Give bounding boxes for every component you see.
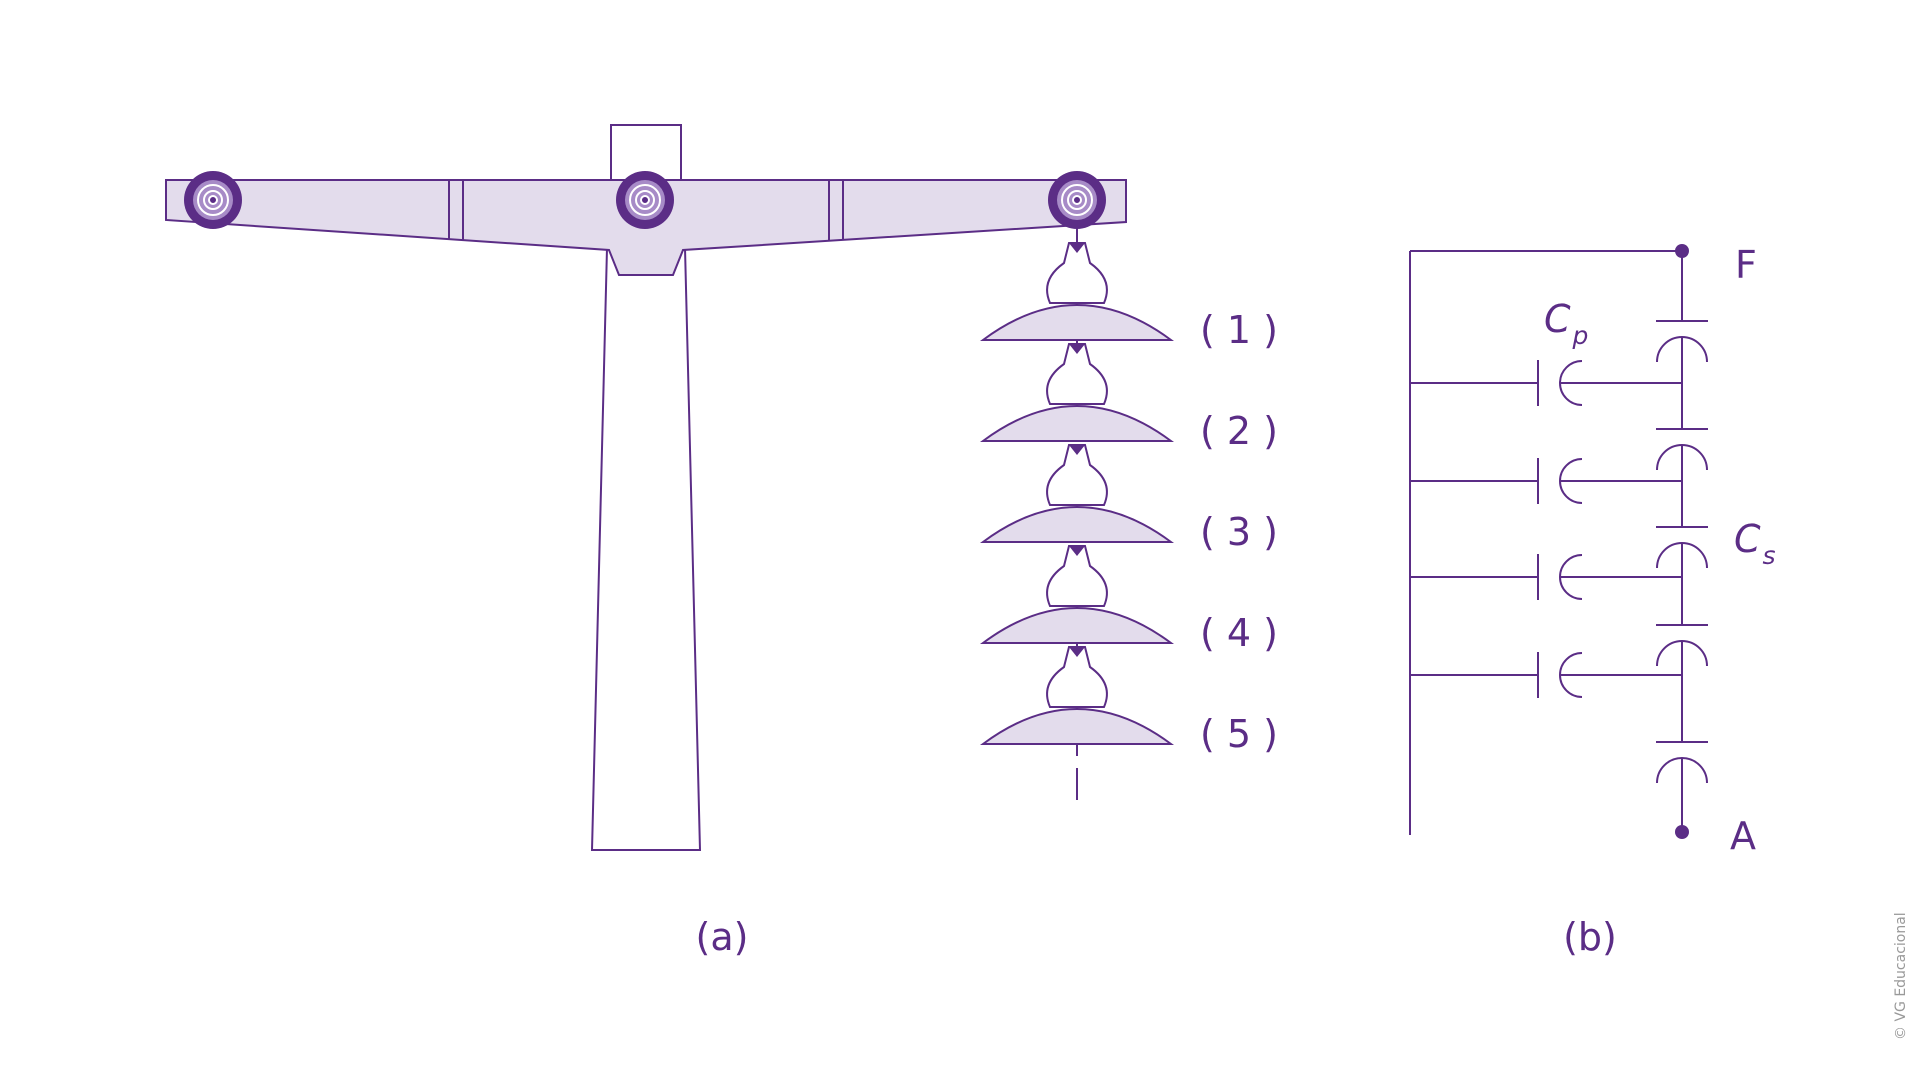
crossarm-joints	[448, 180, 844, 240]
parallel-capacitor-4	[1410, 652, 1682, 698]
series-capacitor-chain	[1656, 251, 1708, 832]
insulator-label-2: ( 2 )	[1200, 409, 1278, 453]
parallel-capacitor-2	[1410, 458, 1682, 504]
caption-b: (b)	[1563, 915, 1617, 959]
cp-label: Cp	[1544, 297, 1588, 350]
cs-label: Cs	[1734, 517, 1776, 570]
insulator-disc-1	[979, 242, 1175, 341]
caption-a: (a)	[696, 915, 749, 959]
tower-pole	[590, 247, 702, 851]
conductor-left	[184, 171, 242, 229]
node-a-dot	[1675, 825, 1689, 839]
tower-top-cap	[610, 124, 682, 181]
parallel-capacitor-1	[1410, 360, 1682, 406]
copyright-credit: © VG Educacional	[1893, 912, 1909, 1040]
node-f-label: F	[1735, 243, 1757, 287]
conductor-right	[1048, 171, 1106, 229]
insulator-disc-4	[979, 545, 1175, 644]
insulator-disc-3	[979, 444, 1175, 543]
insulator-label-1: ( 1 )	[1200, 308, 1278, 352]
tower	[165, 124, 1127, 851]
insulator-disc-5	[979, 646, 1175, 745]
insulator-label-5: ( 5 )	[1200, 712, 1278, 756]
insulator-disc-2	[979, 343, 1175, 442]
equivalent-circuit	[1409, 244, 1708, 839]
insulator-string	[979, 228, 1175, 800]
insulator-label-3: ( 3 )	[1200, 510, 1278, 554]
parallel-capacitor-3	[1410, 554, 1682, 600]
node-a-label: A	[1730, 814, 1756, 858]
insulator-label-4: ( 4 )	[1200, 611, 1278, 655]
conductor-center	[616, 171, 674, 229]
node-f-dot	[1675, 244, 1689, 258]
